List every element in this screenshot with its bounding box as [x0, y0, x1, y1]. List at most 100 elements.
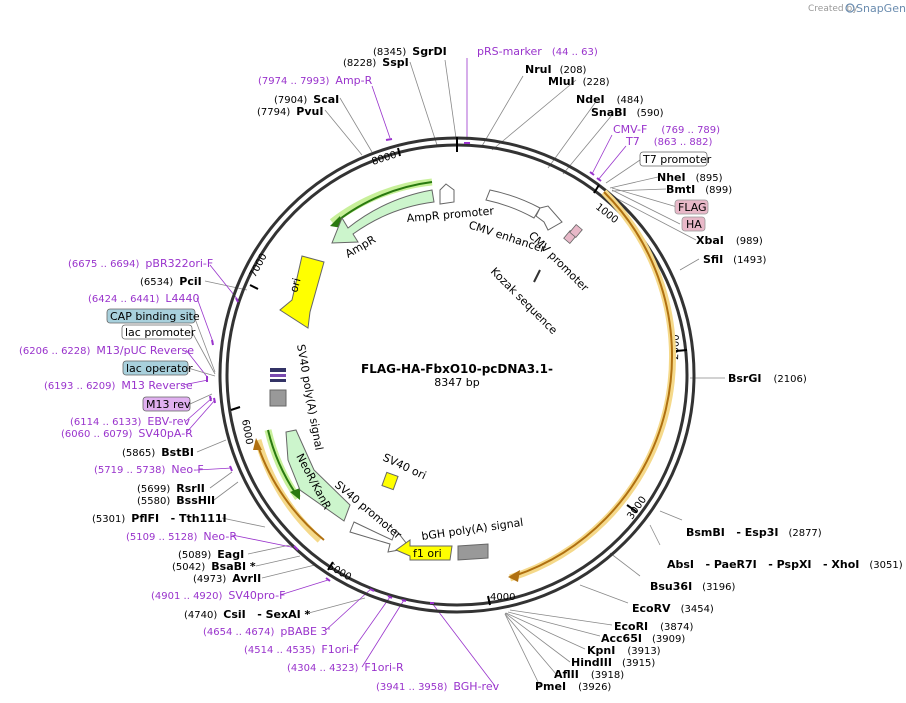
- site-bmti[interactable]: BmtI(899): [666, 183, 732, 196]
- neo-insert-arc: [257, 445, 325, 541]
- cmv-promoter-feature: [535, 205, 563, 231]
- primer-neo-f[interactable]: (5719 .. 5738)Neo-F: [94, 463, 204, 476]
- site-aflii[interactable]: AflII(3918): [554, 668, 624, 681]
- site-sfii[interactable]: SfiI(1493): [703, 253, 767, 266]
- enzyme-sites: (8345)SgrDI (8228)SspI (7904)ScaI (7794)…: [92, 45, 903, 693]
- site-csii[interactable]: (4740)CsiI - SexAI *: [184, 608, 311, 621]
- site-rsrii[interactable]: (5699)RsrII: [137, 482, 205, 495]
- m13-rev-box: [142, 396, 191, 412]
- cmv-promoter-label: CMV promoter: [526, 229, 592, 295]
- primer-f1ori-f[interactable]: (4514 .. 4535)F1ori-F: [244, 643, 359, 656]
- primer-prs-marker[interactable]: pRS-marker(44 .. 63): [477, 45, 598, 58]
- ori-label: ori: [287, 277, 303, 294]
- primer-sv40pa-r[interactable]: (6060 .. 6079)SV40pA-R: [61, 427, 193, 440]
- cap-binding-site-box: [106, 308, 196, 324]
- site-avrii[interactable]: (4973)AvrII: [193, 572, 261, 585]
- flag-box: [674, 199, 709, 215]
- site-leader-lines: [196, 59, 725, 687]
- neor-feature: [285, 429, 351, 522]
- lac-operator-label[interactable]: lac operator: [126, 362, 193, 375]
- lac-operator-box: [122, 360, 189, 376]
- ampr-promoter-feature: [439, 183, 455, 205]
- primer-neo-r[interactable]: (5109 .. 5128)Neo-R: [126, 530, 237, 543]
- insert-arrowhead: [508, 570, 520, 582]
- site-bsrgi[interactable]: BsrGI(2106): [728, 372, 807, 385]
- site-bsabi[interactable]: (5042)BsaBI *: [172, 560, 256, 573]
- primer-leader-lines: [182, 58, 627, 687]
- neo-insert-arrowhead: [253, 438, 262, 450]
- ori-feature: [279, 255, 325, 329]
- t7-promoter-box: [639, 151, 708, 167]
- primer-pbabe-3[interactable]: (4654 .. 4674)pBABE 3': [203, 625, 331, 638]
- cap-binding-site-label[interactable]: CAP binding site: [110, 310, 200, 323]
- site-nrui[interactable]: NruI(208): [525, 63, 587, 76]
- site-pvui[interactable]: (7794)PvuI: [257, 105, 323, 118]
- snapgene-logo-icon: [845, 3, 855, 13]
- site-sgrdi[interactable]: (8345)SgrDI: [373, 45, 447, 58]
- site-sspi[interactable]: (8228)SspI: [343, 56, 409, 69]
- ha-label[interactable]: HA: [686, 218, 702, 231]
- ha-box: [681, 216, 706, 232]
- bgh-polya-label: bGH poly(A) signal: [421, 516, 525, 543]
- site-ndei[interactable]: NdeI(484): [576, 93, 644, 106]
- boxed-labels: T7 promoter FLAG HA CAP binding site lac…: [106, 151, 712, 412]
- kozak-mark: [533, 269, 541, 283]
- lac-promoter-label[interactable]: lac promoter: [125, 326, 196, 339]
- insert-arc: [513, 191, 673, 577]
- site-bsu36i[interactable]: Bsu36I(3196): [650, 580, 736, 593]
- cmv-enhancer-feature: [485, 189, 541, 219]
- site-pmei[interactable]: PmeI(3926): [535, 680, 611, 693]
- site-bsmbi[interactable]: BsmBI - Esp3I(2877): [686, 526, 822, 539]
- brand-text: SnapGene: [856, 2, 906, 15]
- primer-m13-reverse[interactable]: (6193 .. 6209)M13 Reverse: [44, 379, 193, 392]
- site-pcii[interactable]: (6534)PciI: [140, 275, 202, 288]
- plasmid-size: 8347 bp: [434, 376, 479, 389]
- snapgene-brand: Created by SnapGene: [808, 2, 906, 15]
- plasmid-name: FLAG-HA-FbxO10-pcDNA3.1-: [361, 362, 553, 376]
- f1-ori-feature: [394, 539, 453, 561]
- primer-cmv-f[interactable]: CMV-F(769 .. 789): [613, 123, 720, 136]
- primer-ebv-rev[interactable]: (6114 .. 6133)EBV-rev: [70, 415, 190, 428]
- primer-f1ori-r[interactable]: (4304 .. 4323)F1ori-R: [287, 661, 404, 674]
- site-mlui[interactable]: MluI(228): [548, 75, 610, 88]
- created-by-text: Created by: [808, 4, 858, 14]
- primer-labels: pRS-marker(44 .. 63) (7974 .. 7993)Amp-R…: [19, 45, 720, 693]
- m13-mark: [270, 374, 286, 377]
- primer-sv40pro-f[interactable]: (4901 .. 4920)SV40pro-F: [151, 589, 285, 602]
- lac-operator-mark: [270, 368, 286, 372]
- site-bsshii[interactable]: (5580)BssHII: [137, 494, 215, 507]
- primer-m13-puc-reverse[interactable]: (6206 .. 6228)M13/pUC Reverse: [19, 344, 194, 357]
- m13-rev-label[interactable]: M13 rev: [146, 398, 191, 411]
- sv40-ori-feature: [381, 471, 399, 491]
- primer-marks: [206, 138, 602, 604]
- primer-amp-r[interactable]: (7974 .. 7993)Amp-R: [258, 74, 373, 87]
- f1-ori-label: f1 ori: [413, 547, 442, 560]
- site-nhei[interactable]: NheI(895): [657, 171, 723, 184]
- site-bstbi[interactable]: (5865)BstBI: [122, 446, 194, 459]
- flag-label[interactable]: FLAG: [678, 201, 707, 214]
- ring-ticks: [230, 137, 688, 606]
- box-leader-lines: [187, 159, 681, 405]
- primer-t7[interactable]: T7(863 .. 882): [625, 135, 713, 148]
- site-xhoi[interactable]: AbsI - PaeR7I - PspXI - XhoI(3051): [667, 558, 903, 571]
- site-ecorv[interactable]: EcoRV(3454): [632, 602, 714, 615]
- site-scai[interactable]: (7904)ScaI: [274, 93, 339, 106]
- site-acc65i[interactable]: Acc65I(3909): [601, 632, 685, 645]
- t7-promoter-label[interactable]: T7 promoter: [642, 153, 712, 166]
- primer-bgh-rev[interactable]: (3941 .. 3958)BGH-rev: [376, 680, 500, 693]
- site-pflfi[interactable]: (5301)PflFI - Tth111I: [92, 512, 227, 525]
- site-xbai[interactable]: XbaI(989): [696, 234, 763, 247]
- neor-green-arc: [267, 429, 297, 495]
- primer-l4440[interactable]: (6424 .. 6441)L4440: [88, 292, 200, 305]
- ampr-feature: [331, 189, 435, 244]
- site-snabi[interactable]: SnaBI(590): [591, 106, 664, 119]
- site-ecori[interactable]: EcoRI(3874): [614, 620, 694, 633]
- cap-mark: [270, 379, 286, 382]
- neor-green-arrowhead: [290, 488, 300, 500]
- site-kpni[interactable]: KpnI(3913): [587, 644, 661, 657]
- primer-pbr322ori-f[interactable]: (6675 .. 6694)pBR322ori-F: [68, 257, 213, 270]
- site-hindiii[interactable]: HindIII(3915): [571, 656, 655, 669]
- lac-promoter-box: [121, 324, 193, 340]
- site-eagi[interactable]: (5089)EagI: [178, 548, 244, 561]
